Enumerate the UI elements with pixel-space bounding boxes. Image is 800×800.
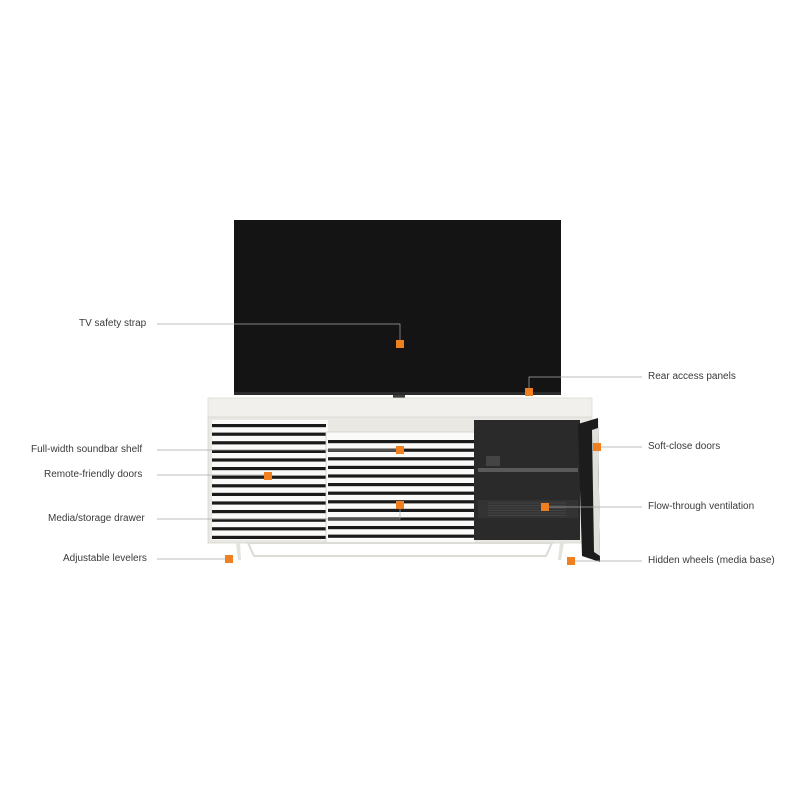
tv-screen: [234, 220, 561, 395]
door-slat: [212, 424, 326, 428]
label-media-storage-drawer: Media/storage drawer: [48, 513, 145, 524]
drawer-slat: [328, 465, 474, 469]
door-slat: [212, 441, 326, 445]
label-rear-access-panels: Rear access panels: [648, 371, 736, 382]
left-door-slats: [212, 424, 326, 539]
label-flow-through-ventilation: Flow-through ventilation: [648, 501, 755, 512]
open-compartment: [474, 420, 580, 540]
marker-ventilation[interactable]: [541, 503, 549, 511]
label-full-width-soundbar-shelf: Full-width soundbar shelf: [31, 444, 143, 455]
open-door: [578, 418, 600, 562]
drawer-slat: [328, 483, 474, 487]
leader-media-drawer: [157, 505, 401, 520]
cabinet-top: [207, 397, 593, 419]
door-slat: [212, 432, 326, 436]
marker-remote-doors[interactable]: [264, 472, 272, 480]
television: [234, 220, 561, 408]
marker-levelers[interactable]: [225, 555, 233, 563]
door-slat: [212, 458, 326, 462]
drawer-slat: [328, 457, 474, 461]
door-slat: [212, 492, 326, 496]
label-soft-close-doors: Soft-close doors: [648, 441, 721, 452]
drawer-slat: [328, 440, 474, 444]
label-hidden-wheels: Hidden wheels (media base): [648, 555, 775, 566]
marker-soft-close-doors[interactable]: [593, 443, 601, 451]
marker-soundbar-shelf[interactable]: [396, 446, 404, 454]
door-slat: [212, 467, 326, 471]
leader-tv-safety-strap: [157, 323, 401, 343]
label-remote-friendly-doors: Remote-friendly doors: [44, 469, 143, 480]
drawer-slat: [328, 508, 474, 512]
ventilation-grille: [488, 502, 566, 516]
door-slat: [212, 501, 326, 505]
door-slat: [212, 484, 326, 488]
leader-rear-access-panels: [528, 376, 642, 391]
leader-lines: [157, 323, 642, 562]
drawer-slat: [328, 534, 474, 538]
tv-bezel-bottom: [234, 392, 561, 395]
door-slat: [212, 527, 326, 531]
left-door: [212, 420, 328, 540]
drawer-slat: [328, 526, 474, 530]
drawer-slat: [328, 474, 474, 478]
drawer-slat: [328, 491, 474, 495]
marker-tv-safety-strap[interactable]: [396, 340, 404, 348]
door-slat: [212, 535, 326, 539]
marker-hidden-wheels[interactable]: [567, 557, 575, 565]
label-adjustable-levelers: Adjustable levelers: [63, 553, 147, 564]
drawer-slat: [328, 517, 474, 521]
door-slat: [212, 449, 326, 453]
door-slat: [212, 510, 326, 514]
label-tv-safety-strap: TV safety strap: [79, 318, 147, 329]
marker-rear-access-panels[interactable]: [525, 388, 533, 396]
marker-media-drawer[interactable]: [396, 501, 404, 509]
cabinet-legs: [236, 542, 564, 560]
callout-markers: [225, 340, 601, 565]
door-slat: [212, 518, 326, 522]
